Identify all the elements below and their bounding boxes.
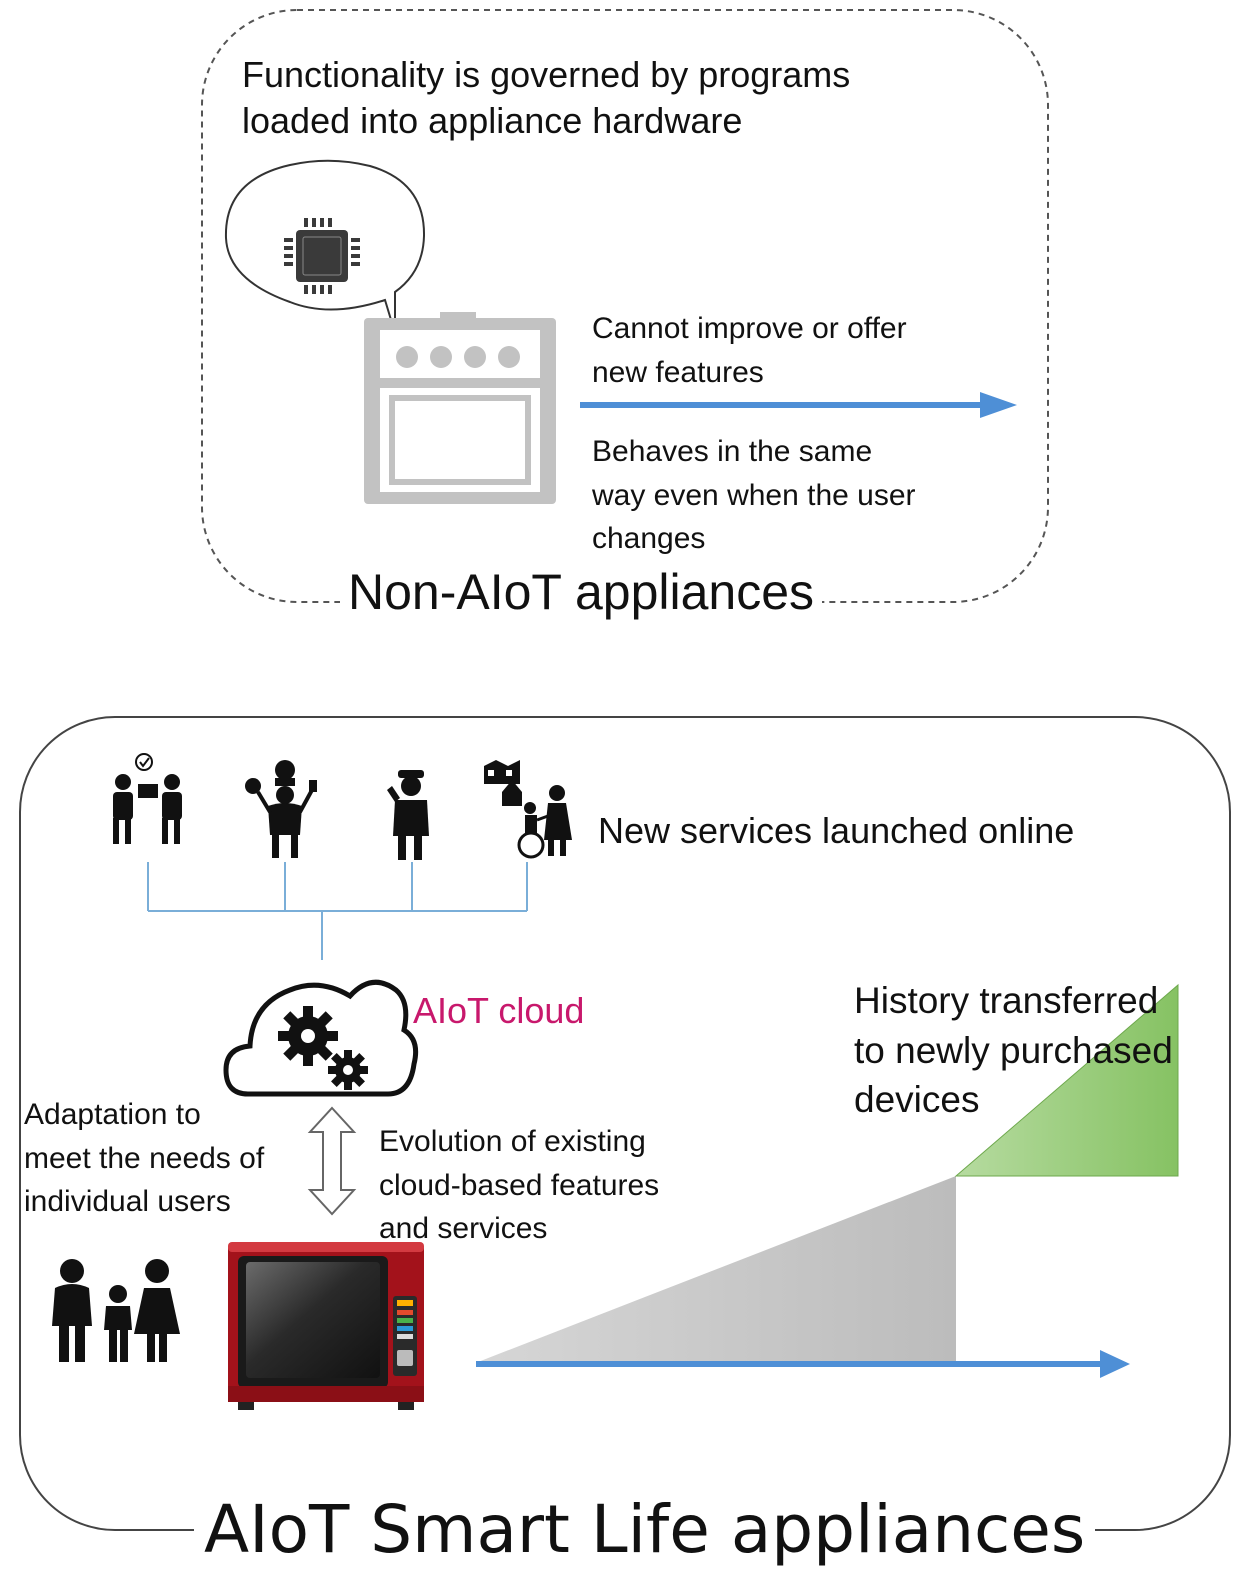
- history-transferred-label: History transferred to newly purchased d…: [854, 980, 1173, 1121]
- growth-wedge-grey: [478, 1176, 956, 1362]
- non-aiot-timeline-arrow: [580, 392, 1017, 418]
- family-icon: [52, 1259, 180, 1362]
- chef-icon: [245, 760, 317, 858]
- service-connector: [147, 862, 528, 960]
- microwave-oven-icon: [228, 1242, 424, 1410]
- delivery-person-icon: [113, 753, 182, 844]
- cloud-gear-icon: [223, 979, 419, 1097]
- aiot-cloud-label: AIoT cloud: [413, 990, 585, 1031]
- security-guard-icon: [387, 770, 429, 860]
- caregiver-icon: [484, 760, 572, 859]
- non-aiot-description: Functionality is governed by programs lo…: [242, 54, 851, 142]
- same-behavior-label: Behaves in the same way even when the us…: [592, 435, 916, 555]
- adaptation-label: Adaptation to meet the needs of individu…: [24, 1098, 265, 1218]
- evolution-label: Evolution of existing cloud-based featur…: [379, 1125, 660, 1245]
- cannot-improve-label: Cannot improve or offer new features: [592, 312, 907, 389]
- aiot-title: AIoT Smart Life appliances: [194, 1488, 1096, 1573]
- history-growth-chart: [478, 983, 1179, 1362]
- growth-wedge-green: [954, 983, 1179, 1177]
- non-aiot-title: Non-AIoT appliances: [340, 560, 823, 624]
- aiot-timeline-arrow: [476, 1350, 1130, 1378]
- oven-icon: [364, 312, 556, 504]
- bidirectional-arrow: [307, 1106, 357, 1216]
- chip-icon: [284, 218, 360, 294]
- new-services-label: New services launched online: [598, 810, 1075, 851]
